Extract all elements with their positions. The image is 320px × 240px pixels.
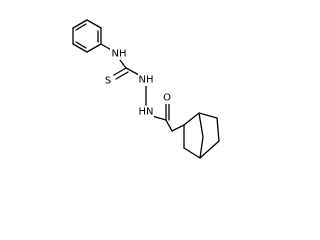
bond [125, 67, 140, 76]
bond [115, 71, 129, 80]
bond [72, 19, 88, 29]
atom-label-o: O [163, 93, 171, 104]
atom-label-nh: NH [112, 49, 127, 60]
bond [183, 112, 200, 126]
bond [198, 112, 204, 138]
bond [171, 124, 185, 132]
aromatic-inner-bond [75, 23, 87, 31]
atom-nh-hydrazine-2: HN [138, 106, 154, 118]
bond [198, 112, 218, 119]
bond [165, 119, 173, 132]
bond [216, 117, 220, 142]
bond [86, 43, 102, 53]
bond [199, 136, 204, 159]
bond [86, 19, 102, 29]
atom-label-hn: HN [139, 107, 154, 118]
bond [199, 140, 220, 159]
atom-sulfur: S [103, 75, 113, 87]
aromatic-inner-bond [75, 41, 87, 49]
bond [183, 147, 201, 159]
phenyl-ring [72, 19, 102, 53]
bond [72, 43, 88, 53]
norbornane-ring [183, 112, 220, 159]
bond [151, 115, 167, 121]
atom-oxygen: O [162, 92, 172, 104]
atom-nh-phenyl: NH [110, 48, 127, 60]
bond [119, 59, 127, 69]
atom-nh-hydrazine-1: NH [138, 74, 154, 86]
atom-label-s: S [105, 76, 111, 87]
molecule-diagram: NH S NH HN O [72, 19, 220, 159]
bond [113, 67, 127, 76]
atom-label-nh: NH [139, 75, 154, 86]
